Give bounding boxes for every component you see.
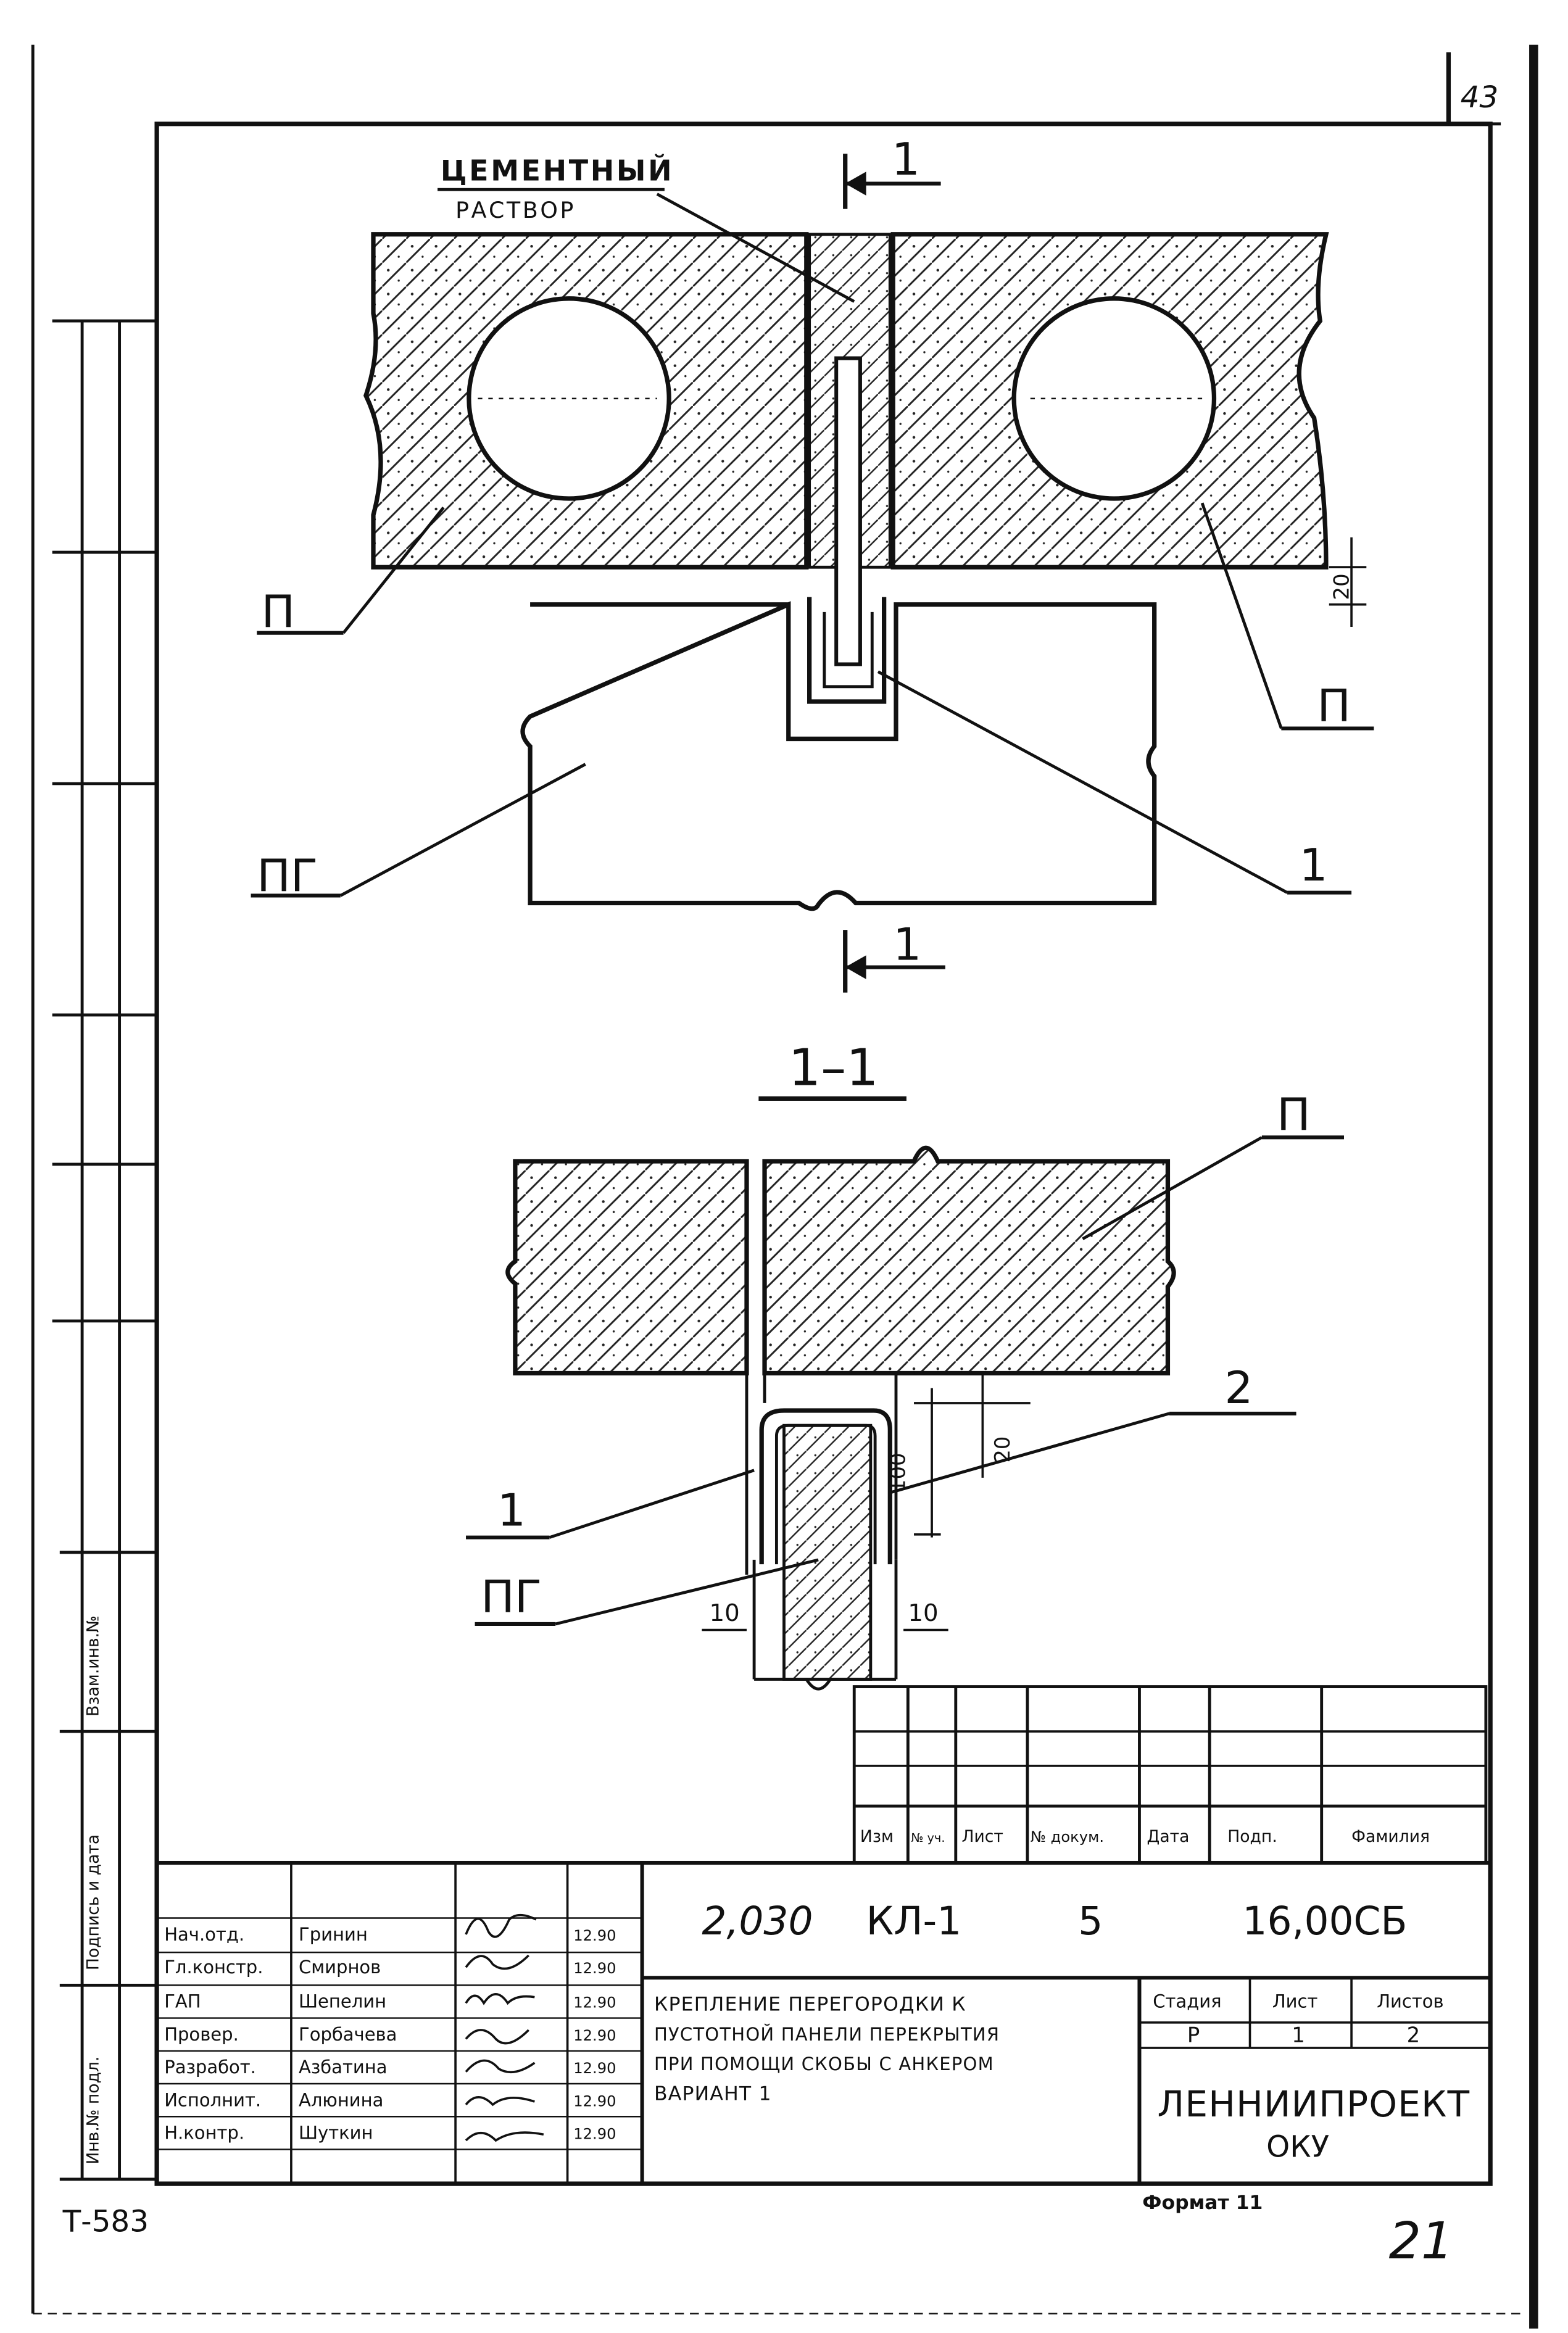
role-person-0: Гринин — [299, 1924, 368, 1945]
role-name-5: Исполнит. — [164, 2089, 261, 2110]
side-sign-date-label: Подпись и дата — [84, 1834, 103, 1970]
role-date-2: 12.90 — [573, 1994, 616, 2012]
org-line-1: ЛЕННИИПРОЕКТ — [1158, 2083, 1471, 2125]
title-line-2: ПУСТОТНОЙ ПАНЕЛИ ПЕРЕКРЫТИЯ — [654, 2024, 1000, 2045]
role-name-0: Нач.отд. — [164, 1924, 244, 1945]
title-line-4: ВАРИАНТ 1 — [654, 2083, 772, 2105]
signatures — [465, 1913, 544, 2142]
revision-stamp-headers: Изм № уч. Лист № докум. Дата Подп. Фамил… — [860, 1827, 1430, 1846]
bracket-staple — [807, 597, 887, 704]
side-replace-label: Взам.инв.№ — [84, 1615, 103, 1717]
title-line-1: КРЕПЛЕНИЕ ПЕРЕГОРОДКИ К — [654, 1993, 966, 2015]
document-code: 2,030 КЛ-1 5 16,00СБ — [702, 1899, 1407, 1944]
section-view: 1–1 100 20 10 10 П 2 1 — [466, 1039, 1344, 1691]
stage-value: Р — [1187, 2023, 1200, 2047]
sheets-value: 2 — [1407, 2023, 1421, 2047]
stamp-header-date: Дата — [1147, 1827, 1190, 1846]
label-pg-section: ПГ — [481, 1572, 542, 1623]
partition-block-plan — [520, 601, 1157, 911]
dim-10-left: 10 — [710, 1599, 740, 1627]
role-date-5: 12.90 — [573, 2092, 616, 2110]
label-1-section: 1 — [497, 1485, 526, 1536]
footer-format-label: Формат 11 — [1142, 2192, 1263, 2214]
code-left: 2,030 — [702, 1899, 813, 1944]
staple-section — [759, 1408, 892, 1565]
section-mark-top: 1 — [892, 134, 920, 186]
mortar-label-line2: РАСТВОР — [455, 197, 576, 223]
role-person-5: Алюнина — [299, 2089, 383, 2110]
stamp-header-sign: Подп. — [1227, 1827, 1277, 1846]
plan-view: 20 ЦЕМЕНТНЫЙ РАСТВОР П П ПГ 1 1 1 — [251, 134, 1374, 993]
dim-20-plan: 20 — [1329, 573, 1353, 600]
left-binding-strip — [52, 319, 157, 2181]
label-1-plan: 1 — [1299, 840, 1327, 892]
footer-handwritten-page: 21 — [1389, 2212, 1454, 2271]
code-num: 5 — [1078, 1899, 1103, 1944]
anchor-rod — [834, 356, 862, 666]
stage-header: Стадия — [1153, 1991, 1221, 2012]
role-date-4: 12.90 — [573, 2060, 616, 2077]
stamp-header-list: Лист — [961, 1827, 1003, 1846]
role-person-3: Горбачева — [299, 2024, 397, 2045]
title-block-grid — [155, 1860, 1493, 2186]
label-p-section: П — [1277, 1089, 1311, 1141]
role-person-6: Шуткин — [299, 2123, 373, 2144]
role-name-6: Н.контр. — [164, 2123, 244, 2144]
sheet-header: Лист — [1272, 1991, 1318, 2012]
label-pg-plan: ПГ — [257, 850, 318, 902]
sheet-corner-number: 43 — [1461, 80, 1499, 115]
stamp-header-uch: № уч. — [911, 1831, 945, 1845]
label-p-right: П — [1317, 680, 1351, 732]
side-inv-label: Инв.№ подл. — [84, 2057, 103, 2165]
org-line-2: ОКУ — [1266, 2130, 1329, 2165]
stage-sheet-cells: Стадия Лист Листов Р 1 2 — [1153, 1991, 1443, 2047]
role-name-3: Провер. — [164, 2024, 239, 2045]
stamp-header-doc: № докум. — [1031, 1828, 1104, 1846]
role-date-3: 12.90 — [573, 2027, 616, 2044]
label-2-section: 2 — [1224, 1362, 1253, 1414]
slab-hollow-left — [467, 296, 671, 501]
stamp-header-izm: Изм — [860, 1827, 894, 1846]
drawing-title: КРЕПЛЕНИЕ ПЕРЕГОРОДКИ К ПУСТОТНОЙ ПАНЕЛИ… — [654, 1993, 1000, 2105]
sheet-value: 1 — [1292, 2023, 1305, 2047]
mortar-label-line1: ЦЕМЕНТНЫЙ — [441, 154, 674, 188]
dim-10-right: 10 — [908, 1599, 938, 1627]
section-title: 1–1 — [789, 1039, 879, 1098]
label-p-left: П — [262, 586, 296, 638]
role-name-4: Разработ. — [164, 2057, 256, 2078]
role-person-1: Смирнов — [299, 1957, 381, 1978]
slab-section — [505, 1159, 749, 1376]
role-person-2: Шепелин — [299, 1991, 386, 2012]
footer-left-code: Т-583 — [62, 2205, 149, 2239]
dim-100-section: 100 — [886, 1452, 910, 1493]
code-mid: КЛ-1 — [866, 1899, 962, 1944]
sheets-header: Листов — [1377, 1991, 1443, 2012]
section-mark-bottom: 1 — [893, 919, 921, 971]
stamp-header-surname: Фамилия — [1351, 1827, 1430, 1846]
partition-block-section — [782, 1423, 873, 1681]
role-name-1: Гл.констр. — [164, 1957, 263, 1978]
role-date-0: 12.90 — [573, 1927, 616, 1944]
title-line-3: ПРИ ПОМОЩИ СКОБЫ С АНКЕРОМ — [654, 2053, 994, 2074]
role-date-6: 12.90 — [573, 2126, 616, 2143]
title-block-role-lines — [157, 1917, 642, 2150]
roles-list: Нач.отд. Гринин 12.90 Гл.констр. Смирнов… — [164, 1924, 616, 2144]
role-date-1: 12.90 — [573, 1960, 616, 1977]
role-person-4: Азбатина — [299, 2057, 387, 2078]
code-right: 16,00СБ — [1242, 1899, 1407, 1944]
role-name-2: ГАП — [164, 1991, 201, 2012]
